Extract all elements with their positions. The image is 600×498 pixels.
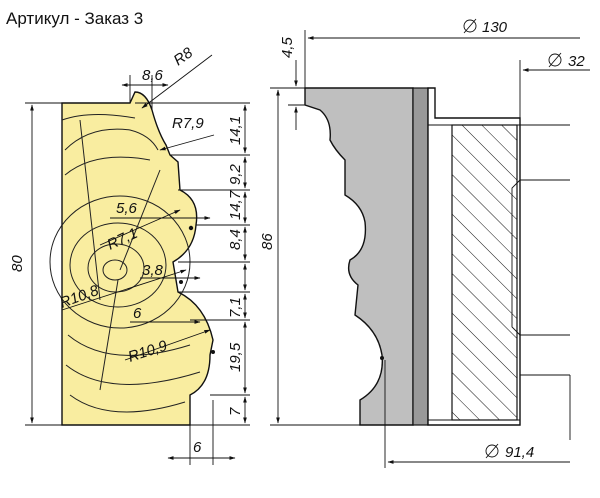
dim-dia-91-4: 91,4: [485, 443, 534, 461]
dim-dia-32: 32: [548, 52, 585, 70]
dim-overall-height: 80: [9, 255, 26, 272]
dim-6-bottom: 6: [193, 439, 202, 456]
dim-9-2: 9,2: [227, 163, 244, 185]
right-dimension-labels: 86 4,5 130 32 91,4: [259, 18, 585, 461]
dim-7-1: 7,1: [227, 297, 244, 318]
dim-dia-91-4-text: 91,4: [505, 444, 534, 461]
cutter-hatch: [451, 124, 518, 421]
left-dimensions: [25, 54, 250, 465]
dim-dia-130-text: 130: [482, 19, 508, 36]
dim-5-6: 5,6: [116, 200, 138, 217]
cutter-inner-band: [412, 87, 429, 426]
dim-r7-9: R7,9: [172, 115, 204, 132]
dim-r8: R8: [171, 44, 197, 69]
dim-dia-32-text: 32: [568, 53, 585, 70]
dim-3-8: 3,8: [142, 262, 164, 279]
wood-grain: [49, 113, 201, 413]
dim-19-5: 19,5: [227, 342, 244, 372]
cutter-section: [304, 87, 570, 426]
dim-top-width: 8,6: [142, 67, 164, 84]
dim-dia-130: 130: [463, 18, 508, 36]
dim-6-mid: 6: [133, 305, 142, 322]
drawing-title: Артикул - Заказ 3: [6, 9, 143, 28]
dim-8-4: 8,4: [227, 229, 244, 250]
dim-14-1: 14,1: [227, 116, 244, 145]
cutter-profile: [304, 87, 414, 426]
dim-14-7: 14,7: [227, 190, 244, 220]
right-dimensions: [270, 30, 590, 468]
wood-profile: [49, 91, 215, 426]
dim-tool-height: 86: [259, 233, 276, 250]
dim-top-offset: 4,5: [279, 36, 296, 58]
dim-7-bottom: 7: [227, 407, 244, 416]
